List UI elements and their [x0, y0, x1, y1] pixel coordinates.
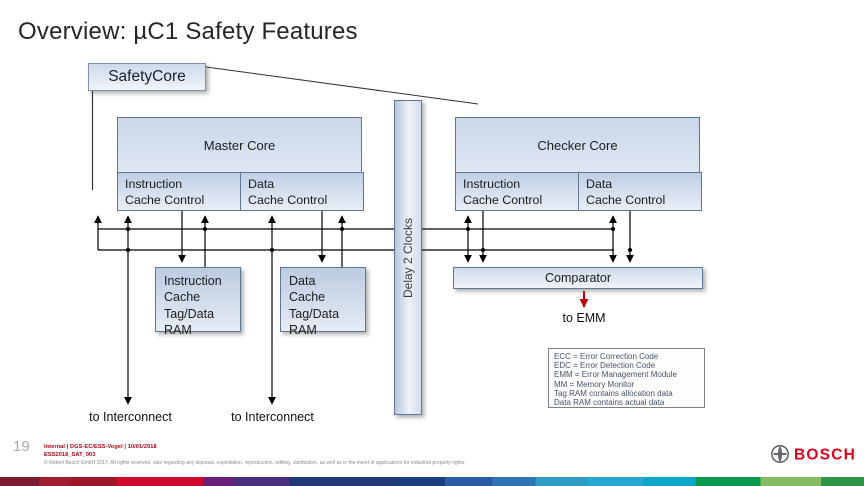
master-core-title: Master Core [203, 138, 276, 153]
safetycore-callout: SafetyCore [88, 63, 206, 91]
to-interconnect-right-label: to Interconnect [231, 410, 314, 424]
bosch-wordmark: BOSCH [794, 447, 856, 464]
master-instruction-cache-control: Instruction Cache Control [117, 172, 241, 211]
data-cache-ram-block: Data Cache Tag/Data RAM [280, 267, 366, 337]
checker-data-cache-control: Data Cache Control [578, 172, 702, 211]
to-interconnect-left-label: to Interconnect [89, 410, 172, 424]
comparator-block: Comparator [453, 267, 703, 289]
instruction-cache-ram-block: Instruction Cache Tag/Data RAM [155, 267, 241, 337]
comparator-label: Comparator [545, 271, 611, 285]
delay-2-clocks-label: Delay 2 Clocks [401, 217, 415, 298]
legend-line-mm: MM = Memory Monitor [554, 379, 635, 389]
footer-copyright: © Robert Bosch GmbH 2017. All rights res… [44, 460, 466, 466]
legend-line-tag-ram: Tag RAM contains allocation data [554, 388, 673, 398]
bosch-armature-icon [771, 445, 789, 463]
checker-core-title: Checker Core [537, 138, 618, 153]
footer-classification-line: Internal | DGS-EC/ESS-Vogel | 10/01/2018 [44, 444, 157, 450]
checker-instruction-cache-control: Instruction Cache Control [455, 172, 579, 211]
legend-box: ECC = Error Correction Code EDC = Error … [548, 348, 705, 408]
to-emm-label: to EMM [562, 311, 606, 325]
legend-line-emm: EMM = Error Management Module [554, 370, 677, 380]
legend-line-edc: EDC = Error Detection Code [554, 361, 656, 371]
legend-line-data-ram: Data RAM contains actual data [554, 398, 665, 408]
bosch-supergraphic-bar [0, 477, 864, 486]
delay-2-clocks-block: Delay 2 Clocks [394, 100, 422, 415]
master-data-cache-control: Data Cache Control [240, 172, 364, 211]
bosch-logo: BOSCH [771, 445, 856, 464]
safetycore-label: SafetyCore [108, 68, 186, 85]
slide-page-number: 19 [13, 438, 30, 455]
legend-line-ecc: ECC = Error Correction Code [554, 352, 659, 361]
checker-core-block: Checker Core Instruction Cache Control D… [455, 117, 702, 211]
page-title: Overview: µC1 Safety Features [18, 18, 358, 45]
footer-doc-id: ESS2018_SAT_003 [44, 451, 96, 458]
master-core-block: Master Core Instruction Cache Control Da… [117, 117, 364, 211]
